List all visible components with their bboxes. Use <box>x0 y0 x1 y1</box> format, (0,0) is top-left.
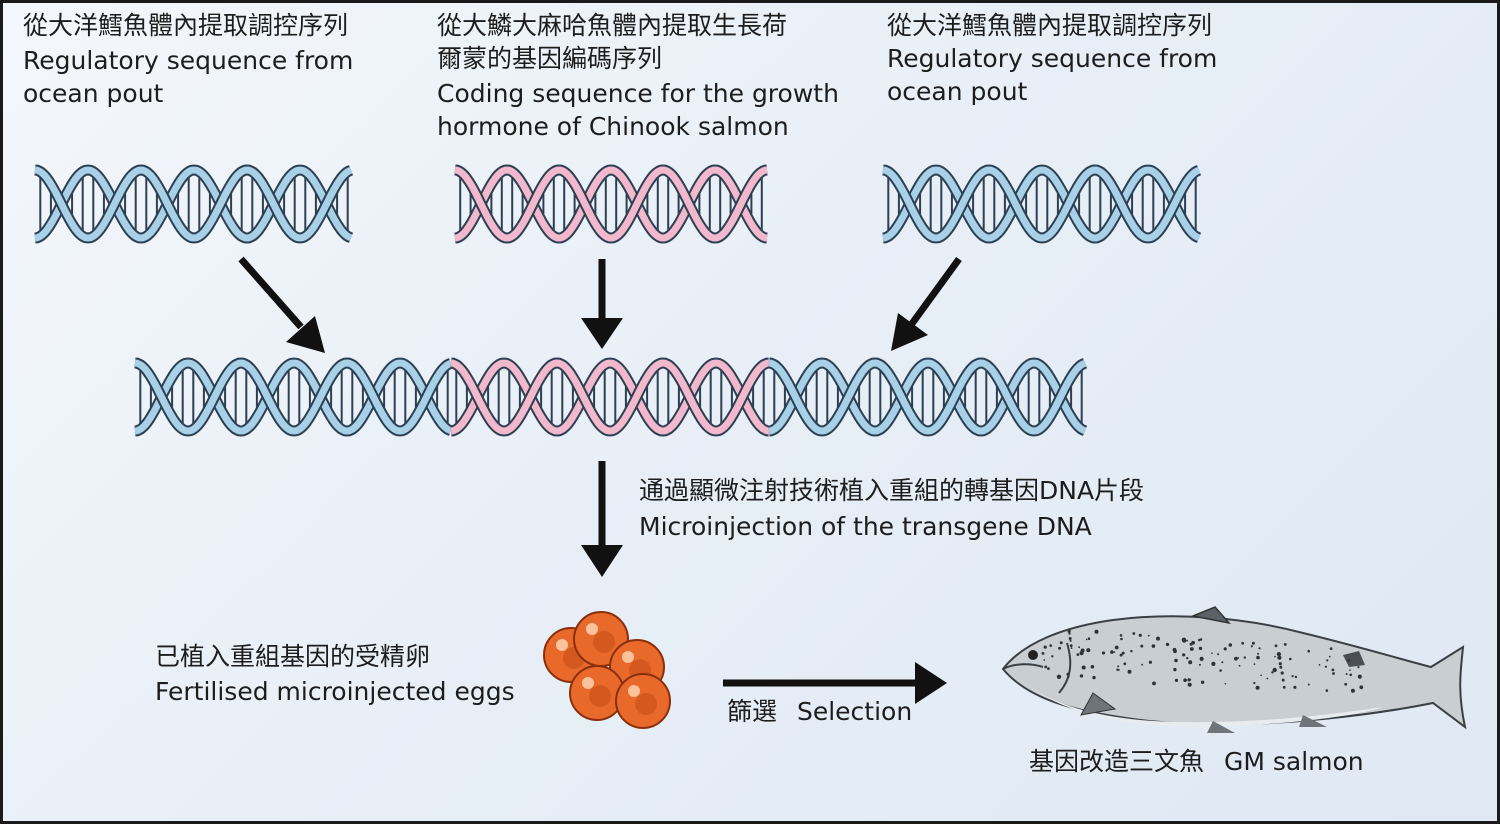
result-label-zh: 基因改造三文魚 <box>1029 747 1205 776</box>
middle-source-label-en-2: hormone of Chinook salmon <box>437 112 789 141</box>
arrow-right-to-combined-icon <box>891 256 962 351</box>
ocean-pout-regulatory-dna-icon-right <box>882 164 1202 244</box>
selection-label-en: Selection <box>796 697 913 726</box>
arrow-microinjection-icon <box>581 461 623 577</box>
arrow-middle-to-combined-icon <box>581 259 623 349</box>
ocean-pout-regulatory-dna-icon <box>34 164 354 244</box>
left-source-label: 從大洋鱈魚體內提取調控序列 Regulatory sequence from o… <box>23 9 353 110</box>
arrow-selection-icon <box>723 662 947 704</box>
result-label-en: GM salmon <box>1223 747 1364 776</box>
chinook-growth-hormone-dna-icon <box>454 164 768 244</box>
salmon-icon <box>1001 606 1467 733</box>
microinjection-label-en: Microinjection of the transgene DNA <box>639 512 1092 541</box>
diagram-graphics <box>34 164 1467 733</box>
middle-source-label: 從大鱗大麻哈魚體內提取生長荷 爾蒙的基因編碼序列 Coding sequence… <box>437 9 839 143</box>
recombinant-transgene-dna-icon <box>134 357 1088 437</box>
arrow-left-to-combined-icon <box>238 256 325 353</box>
microinjection-label: 通過顯微注射技術植入重組的轉基因DNA片段 Microinjection of … <box>639 474 1144 543</box>
right-source-label-en-1: Regulatory sequence from <box>887 44 1218 73</box>
eggs-label-en: Fertilised microinjected eggs <box>155 677 515 706</box>
middle-source-label-zh-2: 爾蒙的基因編碼序列 <box>437 44 663 73</box>
right-source-label: 從大洋鱈魚體內提取調控序列 Regulatory sequence from o… <box>887 9 1217 108</box>
result-label: 基因改造三文魚 GM salmon <box>1029 745 1364 778</box>
middle-source-label-en-1: Coding sequence for the growth <box>437 79 839 108</box>
selection-label-zh: 篩選 <box>727 697 778 726</box>
eggs-label-zh: 已植入重組基因的受精卵 <box>155 642 431 671</box>
left-source-label-en-1: Regulatory sequence from <box>23 46 354 75</box>
right-source-label-zh: 從大洋鱈魚體內提取調控序列 <box>887 11 1213 40</box>
middle-source-label-zh-1: 從大鱗大麻哈魚體內提取生長荷 <box>437 11 788 40</box>
microinjection-label-zh: 通過顯微注射技術植入重組的轉基因DNA片段 <box>639 476 1145 505</box>
left-source-label-en-2: ocean pout <box>23 79 164 108</box>
selection-label: 篩選 Selection <box>727 695 912 728</box>
right-source-label-en-2: ocean pout <box>887 77 1028 106</box>
fertilised-egg-icon <box>543 611 671 729</box>
left-source-label-zh: 從大洋鱈魚體內提取調控序列 <box>23 11 349 40</box>
eggs-label: 已植入重組基因的受精卵 Fertilised microinjected egg… <box>155 640 515 708</box>
